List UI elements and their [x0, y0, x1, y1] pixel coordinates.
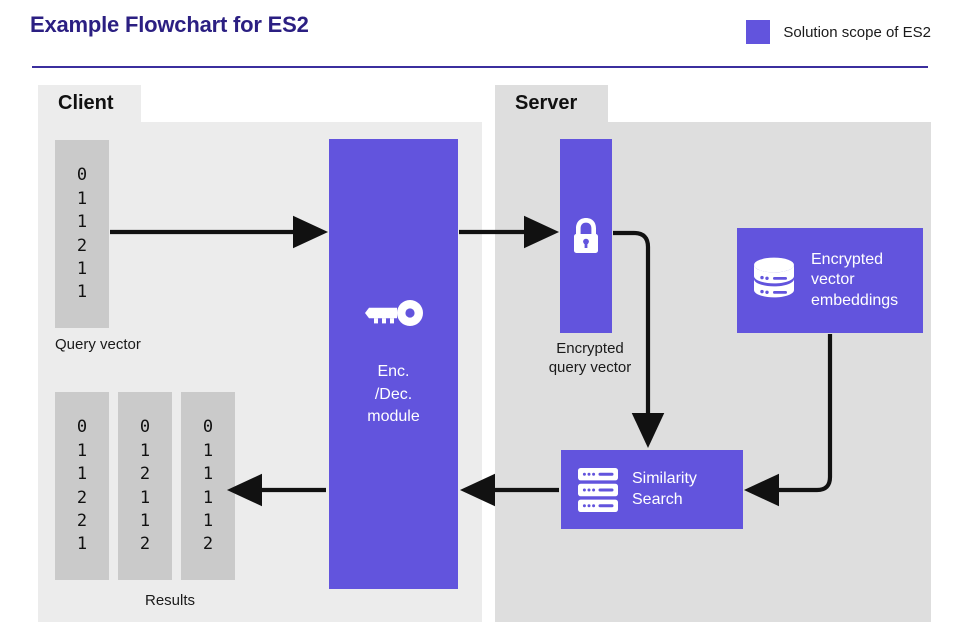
vector-cell: 1	[76, 258, 88, 279]
vector-cell: 0	[76, 417, 88, 438]
query-vector-caption: Query vector	[55, 336, 141, 353]
vector-cell: 0	[139, 417, 151, 438]
vector-cell: 1	[76, 534, 88, 555]
encrypted-query-vector-caption: Encrypted query vector	[548, 340, 632, 376]
encrypted-embeddings-label: Encrypted vector embeddings	[811, 250, 899, 309]
vector-cell: 1	[76, 464, 88, 485]
panel-client-tab-label: Client	[38, 85, 141, 122]
legend: Solution scope of ES2	[746, 20, 931, 44]
vector-cell: 1	[139, 440, 151, 461]
encrypted-query-vector-block[interactable]	[560, 139, 612, 333]
vector-cell: 2	[139, 534, 151, 555]
server-rack-icon	[577, 467, 619, 513]
header-divider	[32, 66, 928, 68]
results-caption: Results	[144, 592, 196, 609]
legend-label: Solution scope of ES2	[783, 23, 931, 41]
vector-cell: 1	[202, 464, 214, 485]
vector-cell: 2	[76, 510, 88, 531]
panel-server-tab-label: Server	[495, 85, 608, 122]
database-icon	[751, 256, 797, 306]
enc-dec-module-label: Enc./Dec.module	[367, 362, 420, 426]
vector-cell: 2	[139, 464, 151, 485]
vector-cell: 0	[76, 165, 88, 186]
vector-cell: 1	[139, 510, 151, 531]
vector-cell: 1	[202, 440, 214, 461]
page-title: Example Flowchart for ES2	[30, 12, 309, 37]
similarity-search-block[interactable]: Similarity Search	[561, 450, 743, 529]
legend-swatch-icon	[746, 20, 771, 44]
vector-cell: 1	[76, 440, 88, 461]
key-icon	[363, 299, 425, 327]
vector-cell: 1	[202, 510, 214, 531]
vector-cell: 1	[76, 282, 88, 303]
lock-icon	[570, 217, 602, 255]
vector-cell: 1	[76, 212, 88, 233]
vector-cell: 1	[76, 188, 88, 209]
encrypted-embeddings-block[interactable]: Encrypted vector embeddings	[737, 228, 923, 333]
vector-cell: 1	[139, 487, 151, 508]
vector-cell: 2	[76, 487, 88, 508]
vector-cell: 2	[76, 235, 88, 256]
similarity-search-label: Similarity Search	[632, 470, 697, 508]
vector-cell: 0	[202, 417, 214, 438]
vector-cell: 2	[202, 534, 214, 555]
vector-cell: 1	[202, 487, 214, 508]
enc-dec-module-block[interactable]: Enc./Dec.module	[329, 139, 458, 589]
